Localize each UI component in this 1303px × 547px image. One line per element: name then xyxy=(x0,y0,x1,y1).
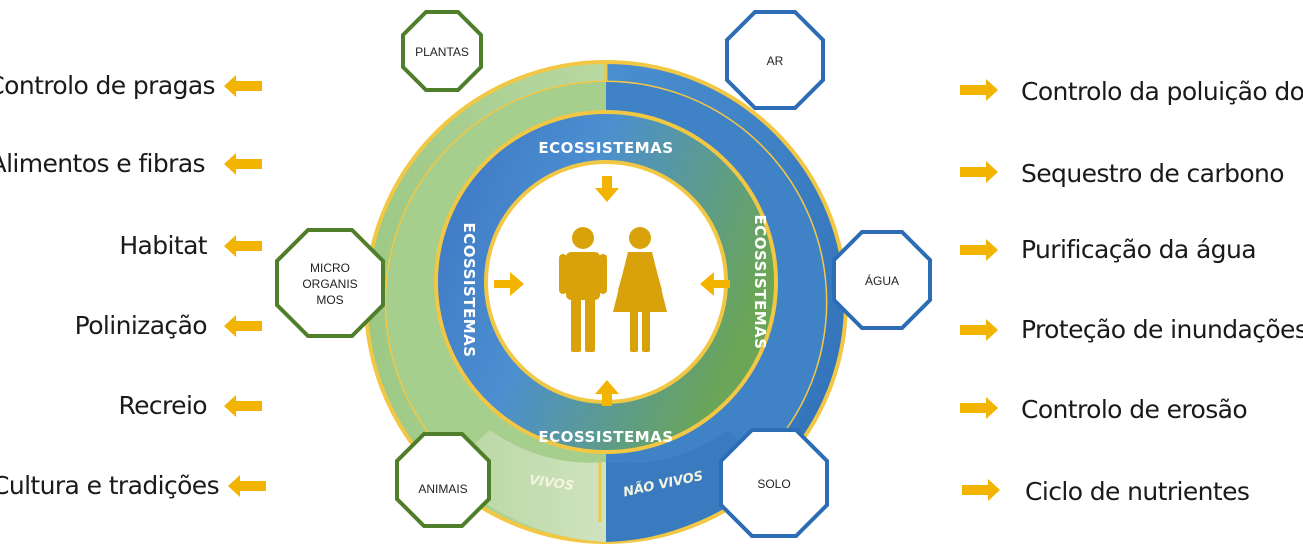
arrow-up-icon xyxy=(595,380,619,406)
node-air-label: AR xyxy=(767,54,784,68)
node-animals: ANIMAIS xyxy=(395,432,491,528)
node-microorganisms: MICRO ORGANIS MOS xyxy=(275,228,385,338)
ring-label-bottom: ECOSSISTEMAS xyxy=(538,428,673,446)
node-air: AR xyxy=(725,10,825,110)
node-water: ÁGUA xyxy=(832,230,932,330)
arrow-left-icon xyxy=(224,315,262,337)
node-animals-label: ANIMAIS xyxy=(418,482,467,496)
left-service-item: Controlo de pragas xyxy=(0,71,215,100)
arrow-right-icon xyxy=(960,79,998,101)
right-service-item: Controlo de erosão xyxy=(1021,395,1247,424)
arrow-left-icon xyxy=(224,153,262,175)
node-micro-line3: MOS xyxy=(316,293,343,307)
right-service-item: Purificação da água xyxy=(1021,235,1256,264)
left-service-item: Alimentos e fibras xyxy=(0,149,205,178)
inward-arrows xyxy=(494,176,730,406)
arrow-left-icon xyxy=(224,235,262,257)
right-service-item: Proteção de inundações xyxy=(1021,315,1303,344)
node-soil: SOLO xyxy=(719,428,829,538)
man-icon xyxy=(559,227,607,352)
left-service-item: Recreio xyxy=(118,391,207,420)
right-service-item: Controlo da poluição do ar xyxy=(1021,77,1303,106)
node-micro-line1: MICRO xyxy=(310,261,350,275)
node-plants: PLANTAS xyxy=(401,10,483,92)
ring-label-right: ECOSSISTEMAS xyxy=(751,214,769,349)
arrow-left-icon xyxy=(700,272,730,296)
arrow-right-icon xyxy=(960,319,998,341)
woman-icon xyxy=(613,227,667,352)
node-plants-label: PLANTAS xyxy=(415,45,469,59)
people-icon xyxy=(559,227,667,352)
ring-label-left: ECOSSISTEMAS xyxy=(460,222,478,357)
arrow-right-icon xyxy=(962,479,1000,501)
arrow-right-icon xyxy=(960,239,998,261)
left-arrows xyxy=(224,75,266,497)
left-service-item: Cultura e tradições xyxy=(0,471,219,500)
ring-label-top: ECOSSISTEMAS xyxy=(538,139,673,157)
node-water-label: ÁGUA xyxy=(865,273,899,288)
arrow-left-icon xyxy=(224,395,262,417)
left-services: Controlo de pragas Alimentos e fibras Ha… xyxy=(0,71,220,500)
arrow-left-icon xyxy=(228,475,266,497)
node-soil-label: SOLO xyxy=(757,477,790,491)
left-service-item: Habitat xyxy=(119,231,207,260)
node-micro-line2: ORGANIS xyxy=(302,277,357,291)
arrow-right-icon xyxy=(960,161,998,183)
arrow-right-icon xyxy=(494,272,524,296)
left-service-item: Polinização xyxy=(75,311,207,340)
arrow-right-icon xyxy=(960,397,998,419)
right-services: Controlo da poluição do ar Sequestro de … xyxy=(1021,77,1303,506)
right-arrows xyxy=(960,79,1000,501)
right-service-item: Sequestro de carbono xyxy=(1021,159,1284,188)
arrow-left-icon xyxy=(224,75,262,97)
segment-label-living: VIVOS xyxy=(528,473,575,494)
arrow-down-icon xyxy=(595,176,619,202)
right-service-item: Ciclo de nutrientes xyxy=(1025,477,1249,506)
